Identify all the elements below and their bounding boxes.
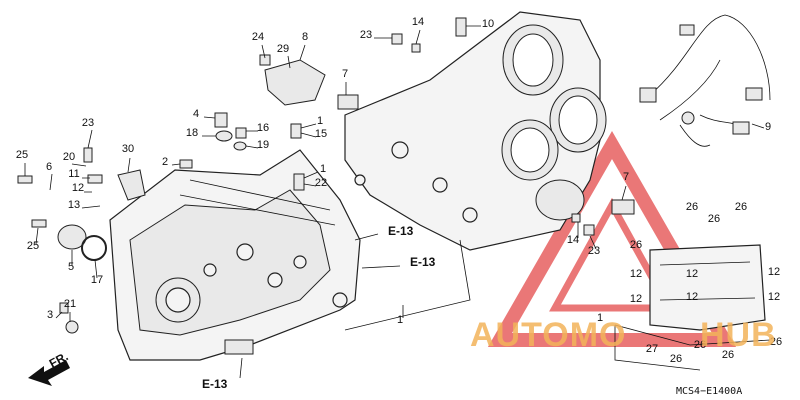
callout-c15: 15: [315, 128, 327, 140]
callout-c20: 20: [63, 151, 75, 163]
crankcase-inset: [614, 244, 771, 371]
callout-c27: 27: [646, 343, 658, 355]
wire-harness: [639, 14, 771, 147]
callout-c23c: 23: [588, 245, 600, 257]
callout-c26h: 26: [770, 336, 782, 348]
callout-c1b: 1: [320, 163, 326, 175]
callout-c26d: 26: [630, 239, 642, 251]
callout-c12c: 12: [686, 268, 698, 280]
callout-c1c: 1: [597, 312, 603, 324]
callout-c23b: 23: [82, 117, 94, 129]
callout-c25a: 25: [16, 149, 28, 161]
ref-e13b: E-13: [410, 255, 436, 269]
leader-lines: [24, 25, 765, 379]
callout-c26b: 26: [708, 213, 720, 225]
callout-c26c: 26: [735, 201, 747, 213]
watermark-logo-icon: [487, 130, 737, 347]
callout-c10: 10: [482, 18, 494, 30]
callout-c12b: 12: [630, 268, 642, 280]
reference-labels: E-13E-13E-13: [202, 224, 436, 391]
callout-c26f: 26: [694, 339, 706, 351]
callout-c26e: 26: [670, 353, 682, 365]
callout-c12a: 12: [72, 182, 84, 194]
callout-c25b: 25: [27, 240, 39, 252]
callout-c23a: 23: [360, 29, 372, 41]
callout-c12d: 12: [768, 266, 780, 278]
callout-c18: 18: [186, 127, 198, 139]
callout-c12f: 12: [686, 291, 698, 303]
ref-e13c: E-13: [202, 377, 228, 391]
callout-c21: 21: [64, 298, 76, 310]
callout-c16: 16: [257, 122, 269, 134]
callout-c17: 17: [91, 274, 103, 286]
ref-e13a: E-13: [388, 224, 414, 238]
lower-crankcase: [109, 149, 361, 361]
callout-c1a: 1: [317, 115, 323, 127]
callout-c29: 29: [277, 43, 289, 55]
callout-c3: 3: [47, 309, 53, 321]
callout-c5: 5: [68, 261, 74, 273]
callout-c24: 24: [252, 31, 264, 43]
small-parts: [17, 17, 635, 334]
callout-c7b: 7: [623, 171, 629, 183]
callout-c12e: 12: [630, 293, 642, 305]
callout-c13: 13: [68, 199, 80, 211]
callout-c22: 22: [315, 177, 327, 189]
callout-c19: 19: [257, 139, 269, 151]
watermark-text-left: AUTOMO: [470, 316, 626, 354]
callout-c7a: 7: [342, 68, 348, 80]
callout-c26a: 26: [686, 201, 698, 213]
callout-c8: 8: [302, 31, 308, 43]
front-arrow-icon: [28, 360, 70, 386]
callout-c1d: 1: [397, 314, 403, 326]
callout-c12g: 12: [768, 291, 780, 303]
callout-c14b: 14: [567, 234, 579, 246]
callout-c6: 6: [46, 161, 52, 173]
callout-c9: 9: [765, 121, 771, 133]
callout-c11: 11: [68, 168, 79, 180]
callout-c2: 2: [162, 156, 168, 168]
callout-c14a: 14: [412, 16, 424, 28]
callout-c4: 4: [193, 108, 199, 120]
figure-code: MCS4−E1400A: [676, 386, 742, 397]
upper-crankcase: [344, 11, 607, 251]
callout-c26g: 26: [722, 349, 734, 361]
callout-c30: 30: [122, 143, 134, 155]
watermark-text-right: HUB: [700, 316, 777, 354]
